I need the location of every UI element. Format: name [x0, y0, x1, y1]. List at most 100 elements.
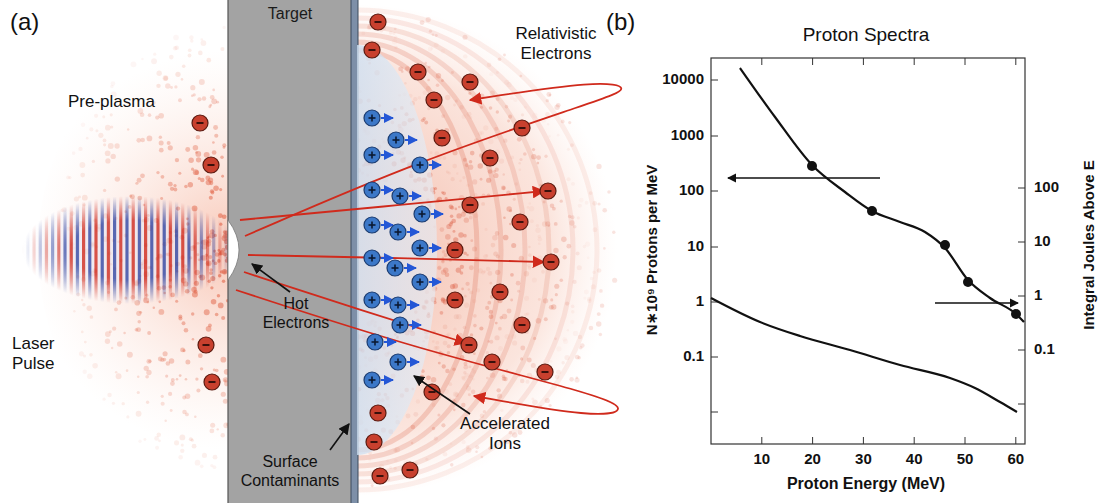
electron-sign [209, 381, 216, 383]
sheath-dot [481, 456, 484, 459]
sheath-dot [597, 312, 601, 316]
plasma-dot [137, 391, 140, 394]
tick-label: 1000 [671, 126, 704, 144]
plasma-dot [163, 351, 168, 356]
sheath-dot [587, 298, 591, 302]
sheath-dot [450, 443, 452, 445]
ion [414, 206, 430, 222]
region-label: Pre-plasma [68, 92, 155, 112]
laser-wavefront [209, 190, 212, 310]
electron-sign [407, 469, 414, 471]
ion-sign [395, 137, 397, 144]
sheath-dot [466, 386, 471, 391]
plasma-dot [98, 133, 103, 138]
tick-label: 10000 [662, 70, 704, 88]
sheath-dot [432, 427, 435, 430]
laser-crater [228, 220, 239, 280]
sheath-dot [495, 322, 498, 325]
sheath-dot [528, 246, 531, 249]
sheath-dot [568, 121, 571, 124]
sheath-dot [444, 389, 449, 394]
sheath-dot [503, 173, 505, 175]
sheath-dot [443, 324, 448, 329]
plasma-dot [159, 140, 164, 145]
sheath-dot [394, 36, 397, 39]
laser-wavefront [67, 190, 70, 310]
sheath-dot [568, 215, 571, 218]
sheath-dot [437, 413, 440, 416]
plasma-dot [223, 399, 228, 404]
plasma-dot [92, 363, 98, 369]
ion-velocity [429, 281, 441, 283]
sheath-dot [494, 335, 499, 340]
sheath-dot [505, 334, 510, 339]
laser-wavefront [138, 190, 141, 310]
sheath-dot [462, 440, 466, 444]
sheath-dot [496, 388, 500, 392]
y-tick [711, 191, 718, 192]
electron-sign [439, 137, 446, 139]
sheath-dot [486, 351, 489, 354]
sheath-dot [569, 220, 575, 226]
electron [461, 337, 477, 353]
plasma-dot [190, 39, 194, 43]
sheath-dot [468, 288, 470, 290]
plasma-dot [105, 125, 111, 131]
sheath-dot [520, 357, 523, 360]
plasma-dot [180, 347, 185, 352]
sheath-ring [357, 18, 573, 482]
sheath-dot [603, 247, 606, 250]
plasma-dot [116, 373, 122, 379]
plasma-dot [188, 53, 192, 57]
electron-sign [415, 71, 422, 73]
sheath-dot [489, 340, 493, 344]
sheath-dot [547, 123, 549, 125]
plot-frame [711, 58, 1025, 444]
plasma-dot [195, 377, 198, 380]
sheath-dot [589, 191, 593, 195]
ion-sign [399, 322, 401, 329]
plasma-dot [190, 85, 195, 90]
sheath-dot [426, 86, 431, 91]
plasma-dot [191, 312, 194, 315]
ion-sign [419, 245, 421, 252]
plasma-dot [202, 453, 207, 458]
sheath-dot [524, 271, 529, 276]
plasma-dot [161, 395, 164, 398]
plasma-dot [83, 370, 87, 374]
sheath-dot [448, 382, 452, 386]
plasma-dot [146, 359, 151, 364]
sheath-dot [550, 298, 553, 301]
plasma-dot [153, 53, 156, 56]
laser-wavefront [194, 190, 197, 310]
sheath-dot [452, 230, 455, 233]
laser-wavefront [107, 190, 110, 310]
plasma-dot [196, 157, 201, 162]
sheath-dot [469, 265, 474, 270]
laser-wavefront [153, 190, 156, 310]
plasma-dot [140, 173, 145, 178]
laser-wavefront [73, 190, 76, 310]
plasma-dot [204, 309, 210, 315]
plasma-dot [164, 419, 166, 421]
sheath-dot [541, 270, 545, 274]
sheath-dot [435, 346, 439, 350]
electron-sign [545, 190, 552, 192]
laser-wavefront [119, 190, 122, 310]
sheath-dot [532, 148, 535, 151]
plasma-dot [213, 455, 218, 460]
sheath-dot [556, 370, 561, 375]
electron [370, 405, 386, 421]
spectrum-curve [711, 298, 1017, 412]
electron-sign [429, 391, 436, 393]
sheath-dot [526, 312, 529, 315]
laser-wavefront [45, 190, 48, 310]
sheath-dot [442, 156, 446, 160]
sheath-dot [561, 361, 564, 364]
sheath-dot [498, 346, 503, 351]
plasma-dot [127, 128, 129, 130]
region-label: Laser Pulse [12, 334, 74, 375]
sheath-dot [536, 155, 541, 160]
plasma-dot [117, 341, 123, 347]
y-tick [1018, 242, 1025, 243]
